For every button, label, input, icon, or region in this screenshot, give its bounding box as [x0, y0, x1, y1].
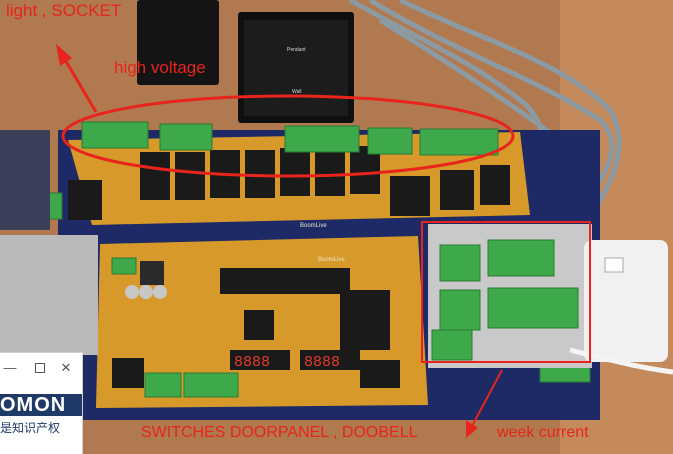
- power-supply: [0, 235, 98, 355]
- close-button[interactable]: ✕: [60, 360, 72, 375]
- light-socket-label: light , SOCKET: [6, 1, 122, 20]
- pcb-brand-2: BoomLive: [318, 257, 345, 263]
- inductor: [140, 261, 164, 285]
- junction-box: [584, 240, 668, 362]
- seven-segment-displays: 8888 8888: [234, 354, 340, 371]
- brand-subtitle: 是知识产权: [0, 421, 61, 435]
- arrow-to-socket-label: [56, 44, 98, 113]
- brand-banner: OMON: [0, 394, 82, 416]
- logic-chips: [112, 268, 400, 388]
- white-cable: [569, 347, 673, 375]
- minimize-button[interactable]: —: [3, 360, 17, 375]
- weak-current-label: week current: [497, 424, 589, 441]
- maximize-button[interactable]: [32, 360, 48, 376]
- weak-current-box: [421, 221, 591, 363]
- arrow-to-switches-label: [466, 369, 503, 438]
- high-voltage-ellipse: [61, 94, 515, 178]
- power-supply-top: [0, 130, 50, 230]
- high-voltage-label: high voltage: [114, 58, 206, 77]
- junction-box-port: [604, 257, 624, 273]
- overlay-window: — ✕ OMON 是知识产权: [0, 352, 83, 454]
- svg-text:8888: 8888: [304, 354, 340, 371]
- panel-wall-text: Wall: [292, 89, 302, 95]
- wall-panel-face: [244, 20, 348, 116]
- window-controls: — ✕: [0, 360, 82, 376]
- maximize-icon: [35, 363, 45, 373]
- terminal-blocks-weak-current: [431, 239, 579, 361]
- panel-pendant-text: Pendant: [287, 47, 306, 53]
- wall-panel-left: [137, 0, 219, 85]
- capacitors: [125, 285, 167, 299]
- svg-text:8888: 8888: [234, 354, 270, 371]
- switches-label: SWITCHES DOORPANEL , DOOBELL: [141, 424, 418, 441]
- pcb-brand-1: BoomLive: [300, 223, 327, 229]
